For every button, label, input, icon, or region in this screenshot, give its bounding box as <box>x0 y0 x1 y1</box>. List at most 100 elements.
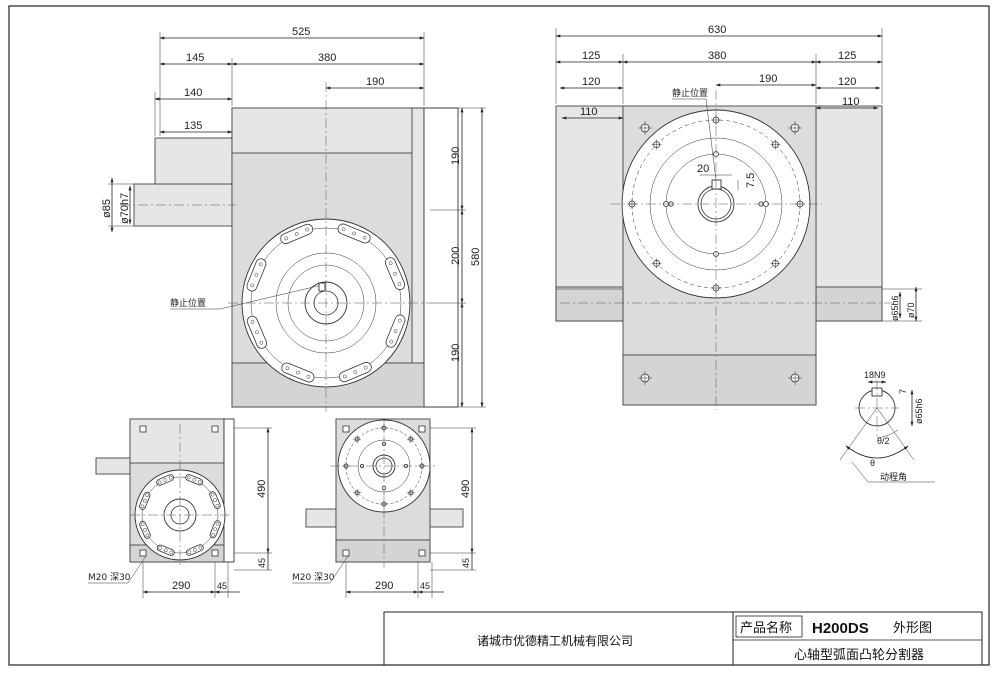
slot-pin <box>362 235 367 240</box>
slot-pin <box>143 527 147 532</box>
s2-dim-290: 290 <box>375 580 393 592</box>
angle-theta: θ <box>870 458 875 468</box>
slot-pin <box>285 366 290 371</box>
dim-bot-190: 190 <box>450 344 462 362</box>
dim-140: 140 <box>184 87 202 99</box>
s1-dim-45w: 45 <box>217 581 227 591</box>
s1-dim-45: 45 <box>257 558 267 568</box>
slot-pin <box>305 227 309 232</box>
hole-crosshair <box>651 139 662 150</box>
slot-pin <box>215 521 220 526</box>
dim-dia70: ø70 <box>906 302 916 318</box>
slot-pin <box>197 480 202 484</box>
dim-dia65h6: ø65h6 <box>890 295 900 321</box>
slot-pin <box>255 330 259 335</box>
keyway-detail: 18N9 7 ø65h6 θ/2 θ 动程角 <box>839 370 935 483</box>
dim-mid-200: 200 <box>450 247 462 265</box>
dim-top-190: 190 <box>450 147 462 165</box>
slot-pin <box>163 478 168 482</box>
cam-slots <box>246 223 406 383</box>
dim-left-125: 125 <box>582 50 600 62</box>
label-stop-position-side: 静止位置 <box>672 87 708 99</box>
label-stop-position-front: 静止位置 <box>170 297 206 309</box>
small-view-2: 490 45 290 45 M20 深30 <box>292 418 476 598</box>
half-angle: θ/2 <box>877 436 890 446</box>
hole-crosshair <box>788 371 802 385</box>
slot-pin <box>258 262 263 267</box>
shaft-flange <box>154 137 233 185</box>
product-name-label: 产品名称 <box>740 620 792 636</box>
s2-dim-45w: 45 <box>420 581 430 591</box>
left-shaft-housing <box>555 105 624 322</box>
hole-crosshair <box>788 121 802 135</box>
slot-pin <box>213 498 217 503</box>
dim-right-110: 110 <box>842 96 860 108</box>
slot-pin <box>140 522 145 527</box>
dim-key-7-5: 7.5 <box>745 173 757 188</box>
dim-dia70h7: ø70h7 <box>119 193 131 224</box>
s1-dim-490: 490 <box>256 480 268 498</box>
dim-side-190: 190 <box>759 73 777 85</box>
slot-pin <box>192 548 197 552</box>
slot-pin <box>215 503 220 508</box>
slot-pin <box>343 374 347 379</box>
slot-pin <box>254 273 259 277</box>
s2-dim-490: 490 <box>460 480 472 498</box>
slot-pin <box>192 477 197 482</box>
s1-bolt-label: M20 深30 <box>88 572 131 583</box>
hole-crosshair <box>770 258 781 269</box>
slot-pin <box>157 480 162 485</box>
front-view: 525 145 380 190 140 135 ø85 ø70h7 190 20… <box>101 26 486 412</box>
dim-key-20: 20 <box>697 163 709 175</box>
slot-pin <box>145 493 149 498</box>
s2-dim-45: 45 <box>461 558 471 568</box>
keyway-width: 18N9 <box>864 370 886 380</box>
slot-pin <box>363 365 368 370</box>
slot-pin <box>389 339 394 344</box>
slot-pin <box>397 282 402 286</box>
slot-pin <box>294 232 299 236</box>
slot-pin <box>250 320 255 324</box>
dim-135: 135 <box>184 120 202 132</box>
keyway-dia: ø65h6 <box>914 398 924 424</box>
title-block: 诸城市优德精工机械有限公司 产品名称 H200DS 外形图 心轴型弧面凸轮分割器 <box>383 611 983 666</box>
slot-pin <box>211 532 215 537</box>
dim-630: 630 <box>708 24 726 36</box>
side-view: 630 125 380 125 190 120 120 110 110 20 7… <box>555 24 922 410</box>
mounting-holes <box>627 115 805 385</box>
dim-height-580: 580 <box>470 248 482 266</box>
slot-pin <box>341 227 346 232</box>
slot-pin <box>169 550 174 555</box>
slot-pin <box>210 492 215 497</box>
slot-pin <box>158 546 163 550</box>
hole-crosshair <box>353 488 362 497</box>
small-view-1: 490 45 290 45 M20 深30 <box>88 418 272 598</box>
slot-pin <box>296 370 300 375</box>
slot-pin <box>142 498 147 503</box>
slot-pin <box>284 236 289 241</box>
slot-pin <box>213 527 218 532</box>
dim-380: 380 <box>318 52 336 64</box>
slot-pin <box>353 370 358 374</box>
right-shaft-housing <box>815 105 883 322</box>
dim-left-110: 110 <box>580 106 598 118</box>
dim-right-125: 125 <box>838 50 856 62</box>
company-name: 诸城市优德精工机械有限公司 <box>477 633 633 648</box>
slot-pin <box>168 475 173 480</box>
dim-525: 525 <box>292 26 310 38</box>
s1-dim-290: 290 <box>172 580 190 592</box>
hole-crosshair <box>770 139 781 150</box>
model-number: H200DS <box>812 620 869 637</box>
slot-pin <box>250 283 255 288</box>
slot-pin <box>187 550 192 555</box>
slot-pin <box>306 374 311 379</box>
slot-pin <box>140 504 145 509</box>
slot-pin <box>393 271 397 276</box>
keyway-depth: 7 <box>898 389 908 394</box>
dim-190: 190 <box>366 76 384 88</box>
slot-pin <box>259 340 264 345</box>
s2-bolt-label: M20 深30 <box>292 572 335 583</box>
slot-pin <box>388 261 393 266</box>
stroke-angle-label: 动程角 <box>880 471 907 483</box>
